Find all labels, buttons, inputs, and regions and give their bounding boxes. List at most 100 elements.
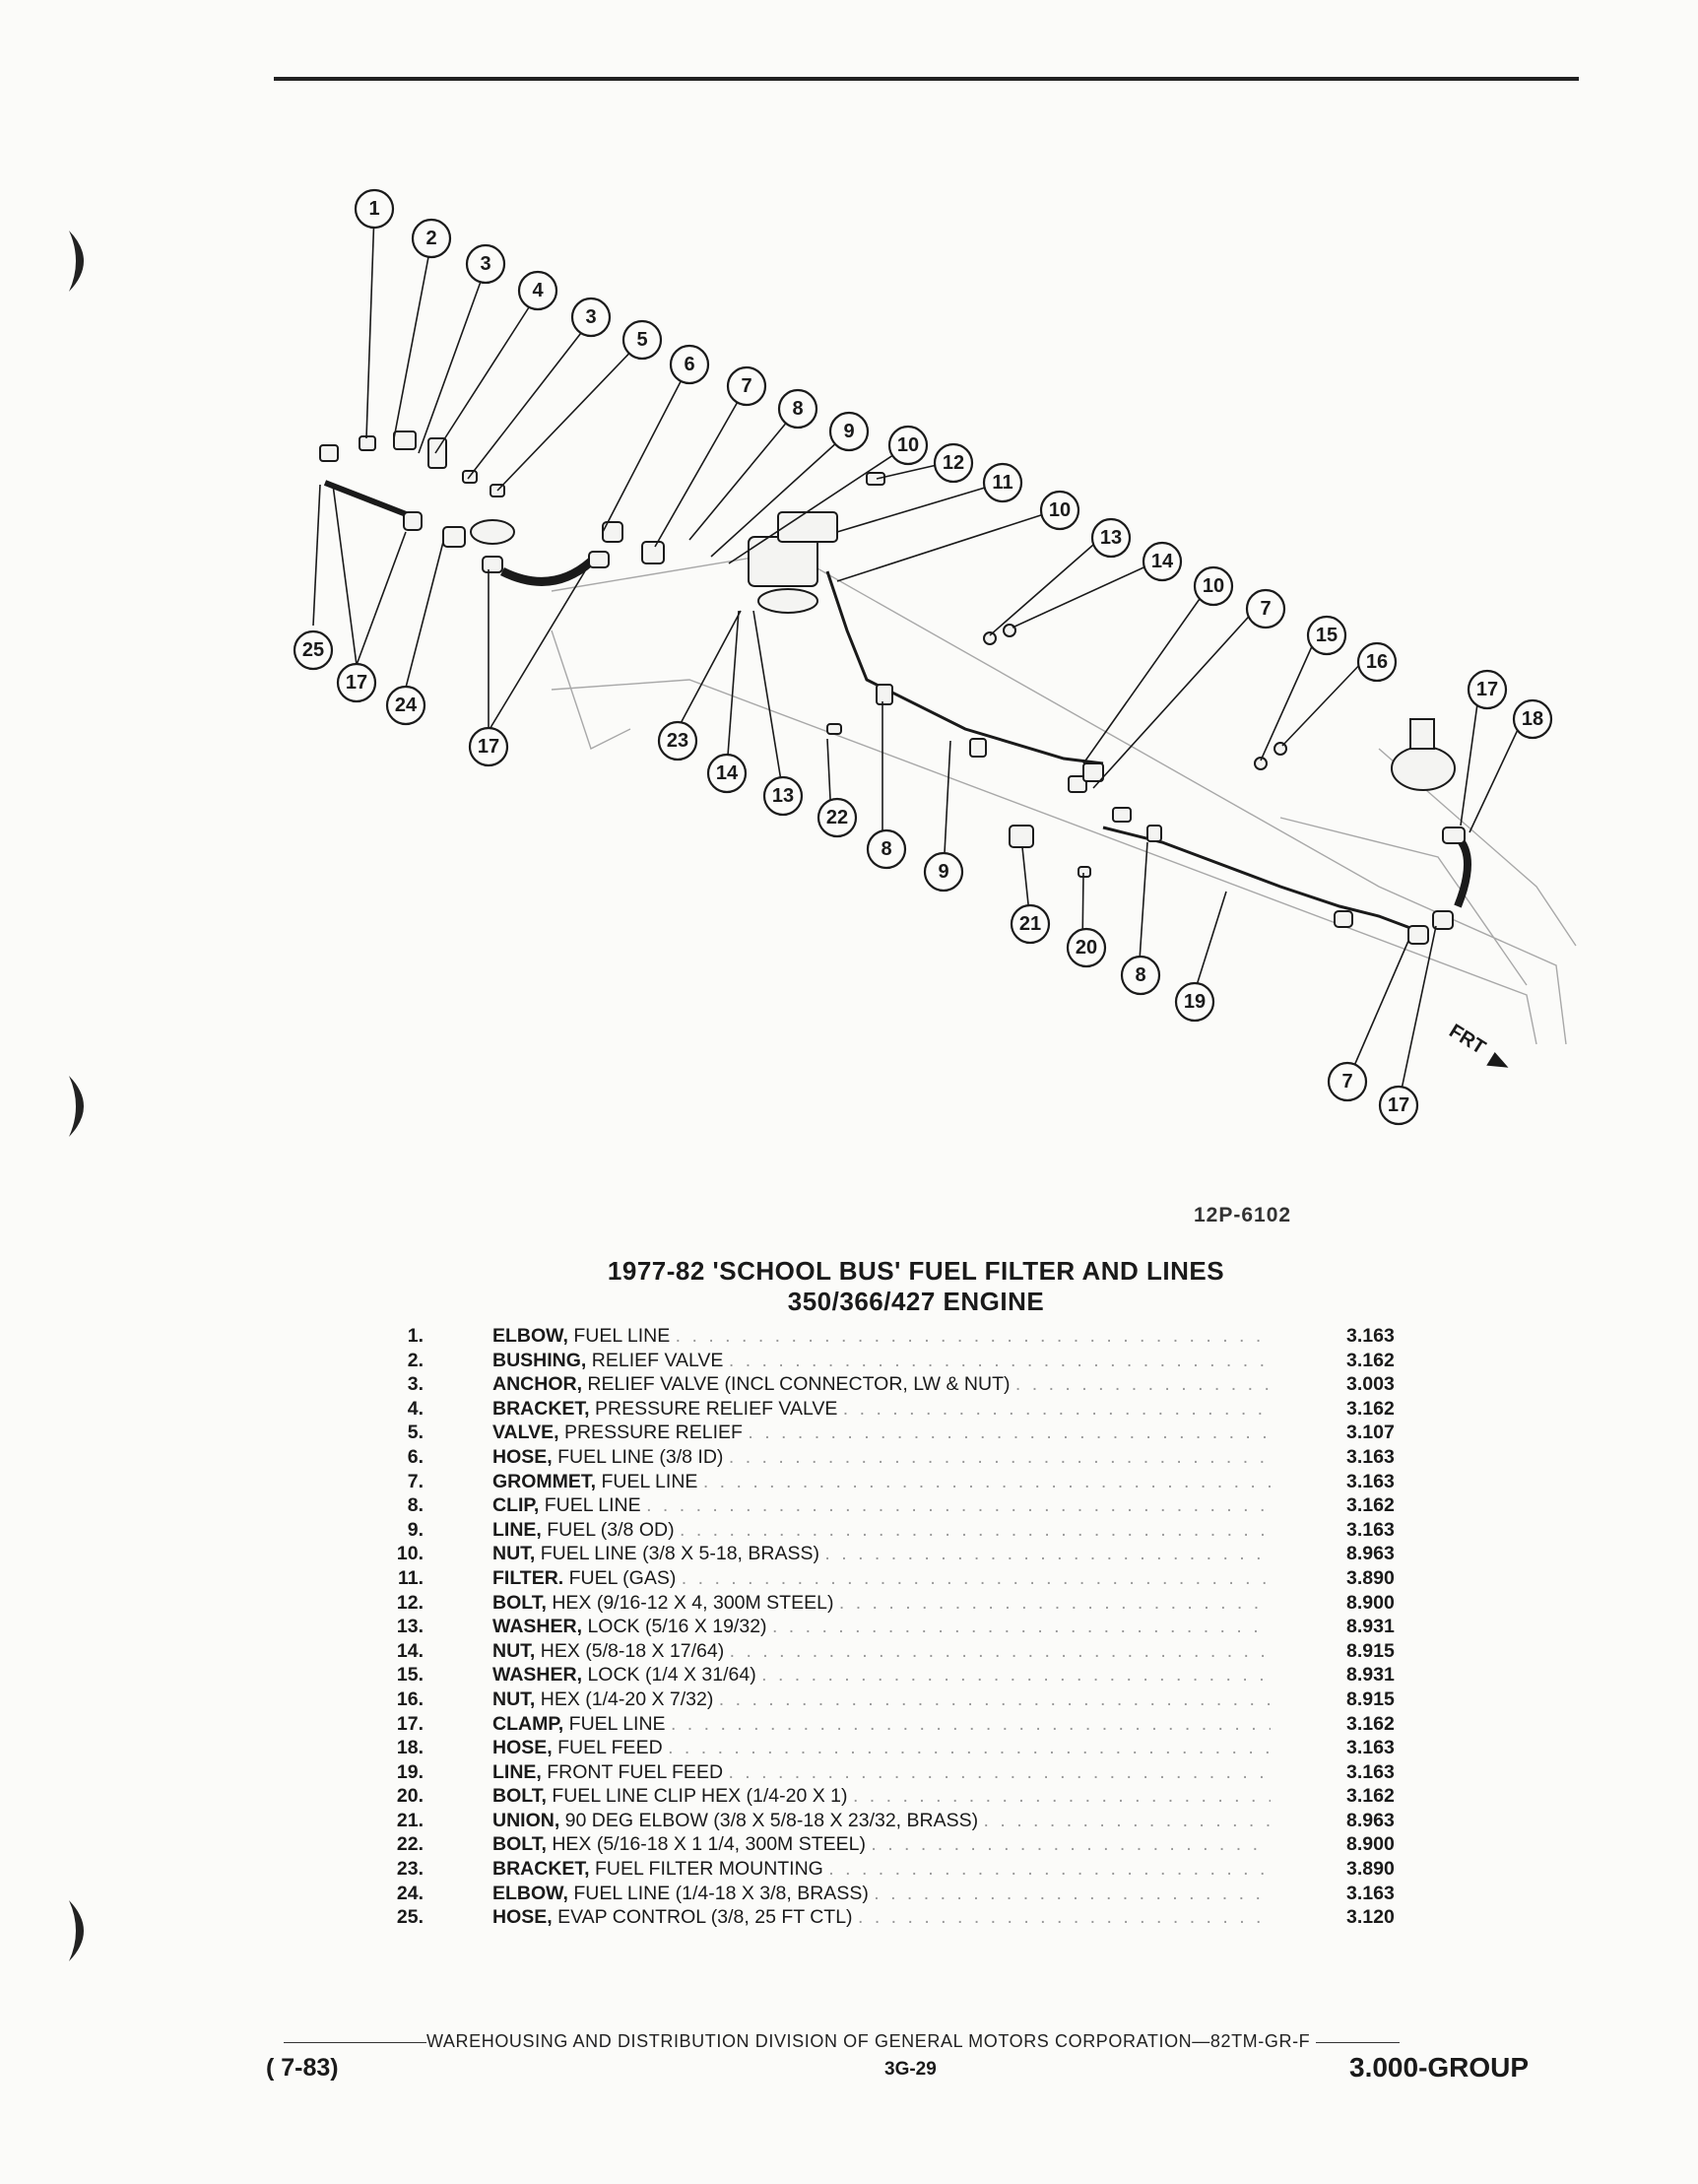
part-description: NUT, HEX (1/4-20 X 7/32) . . . . . . . .… (492, 1688, 1271, 1711)
dot-leader: . . . . . . . . . . . . . . . . . . . . … (729, 1639, 1271, 1662)
parts-list-row: 8.CLIP, FUEL LINE . . . . . . . . . . . … (374, 1494, 1418, 1519)
dot-leader: . . . . . . . . . . . . . . . . . . . . … (681, 1566, 1271, 1589)
part-detail: FUEL LINE (1/4-18 X 3/8, BRASS) (573, 1882, 869, 1904)
part-number: 6. (407, 1445, 424, 1468)
callout-21: 21 (1010, 903, 1051, 945)
dot-leader: . . . . . . . . . . . . . . . . . . . . … (670, 1712, 1271, 1735)
callout-label: 17 (478, 736, 499, 758)
callout-1: 1 (354, 188, 395, 230)
part-number: 24. (396, 1882, 424, 1904)
callout-label: 19 (1184, 991, 1206, 1013)
part-name: WASHER, (492, 1616, 583, 1638)
part-name: ELBOW, (492, 1882, 568, 1904)
callout-label: 9 (843, 421, 854, 442)
binder-hole-middle (65, 1072, 98, 1141)
part-number: 2. (407, 1349, 424, 1371)
part-group-number: 8.915 (1346, 1688, 1395, 1710)
part-group-number: 3.890 (1346, 1858, 1395, 1881)
parts-list-row: 17.CLAMP, FUEL LINE . . . . . . . . . . … (374, 1713, 1418, 1738)
part-name: CLAMP, (492, 1712, 564, 1735)
fuel-filter-assembly (748, 511, 838, 614)
part-description: WASHER, LOCK (5/16 X 19/32) . . . . . . … (492, 1616, 1271, 1638)
part-number: 15. (396, 1664, 424, 1687)
dot-leader: . . . . . . . . . . . . . . . . . . . . … (824, 1543, 1271, 1565)
callout-5: 5 (621, 319, 663, 361)
part-group-number: 8.963 (1346, 1809, 1395, 1831)
callout-3: 3 (465, 243, 506, 285)
part-group-number: 8.963 (1346, 1543, 1395, 1565)
part-group-number: 8.931 (1346, 1664, 1395, 1687)
part-group-number: 8.900 (1346, 1833, 1395, 1856)
part-name: FILTER. (492, 1566, 564, 1589)
callout-label: 14 (1151, 551, 1174, 572)
part-name: ELBOW, (492, 1325, 568, 1347)
part-number: 8. (407, 1494, 424, 1517)
callout-label: 13 (1100, 527, 1122, 549)
fuel-filter-exploded-diagram: 1234356789101211101314107151617182517241… (293, 188, 1577, 1126)
direction-indicator: FRT (1445, 1021, 1509, 1068)
callout-bubbles: 1234356789101211101314107151617182517241… (293, 188, 1553, 1126)
part-description: BRACKET, FUEL FILTER MOUNTING . . . . . … (492, 1858, 1271, 1881)
part-group-number: 3.003 (1346, 1373, 1395, 1396)
dot-leader: . . . . . . . . . . . . . . . . . . . . … (874, 1882, 1271, 1904)
part-number: 23. (396, 1858, 424, 1881)
part-detail: FUEL LINE (573, 1325, 671, 1347)
part-description: GROMMET, FUEL LINE . . . . . . . . . . .… (492, 1471, 1271, 1493)
callout-25: 25 (293, 629, 334, 671)
callout-7: 7 (1327, 1061, 1368, 1102)
callout-22: 22 (816, 797, 858, 838)
callout-17: 17 (1467, 669, 1508, 710)
callout-13: 13 (1090, 517, 1132, 559)
part-detail: LOCK (5/16 X 19/32) (587, 1616, 767, 1638)
part-group-number: 3.163 (1346, 1760, 1395, 1783)
callout-label: 9 (938, 861, 948, 883)
callout-label: 14 (716, 762, 739, 784)
part-description: HOSE, EVAP CONTROL (3/8, 25 FT CTL) . . … (492, 1906, 1271, 1929)
part-name: HOSE, (492, 1737, 553, 1759)
part-name: UNION, (492, 1809, 560, 1831)
parts-list-row: 2.BUSHING, RELIEF VALVE . . . . . . . . … (374, 1350, 1418, 1374)
callout-label: 17 (1388, 1094, 1409, 1116)
part-detail: FUEL LINE (3/8 ID) (557, 1445, 724, 1468)
part-detail: HEX (1/4-20 X 7/32) (540, 1688, 714, 1710)
callout-label: 5 (636, 329, 647, 351)
callout-label: 22 (826, 807, 848, 828)
part-name: NUT, (492, 1543, 536, 1565)
leader-lines (312, 211, 1524, 1104)
part-group-number: 3.162 (1346, 1785, 1395, 1808)
part-group-number: 3.162 (1346, 1712, 1395, 1735)
callout-label: 25 (302, 639, 324, 661)
part-number: 19. (396, 1760, 424, 1783)
callout-label: 8 (881, 838, 891, 860)
part-group-number: 8.931 (1346, 1616, 1395, 1638)
part-name: HOSE, (492, 1906, 553, 1929)
part-name: BRACKET, (492, 1397, 590, 1420)
part-number: 3. (407, 1373, 424, 1396)
page-title: 1977-82 'SCHOOL BUS' FUEL FILTER AND LIN… (607, 1256, 1225, 1286)
part-group-number: 3.162 (1346, 1397, 1395, 1420)
part-description: FILTER. FUEL (GAS) . . . . . . . . . . .… (492, 1567, 1271, 1590)
part-group-number: 3.120 (1346, 1906, 1395, 1929)
dot-leader: . . . . . . . . . . . . . . . . . . . . … (646, 1494, 1271, 1517)
page-subtitle: 350/366/427 ENGINE (787, 1287, 1045, 1316)
callout-6: 6 (669, 344, 710, 385)
parts-list-row: 12.BOLT, HEX (9/16-12 X 4, 300M STEEL) .… (374, 1592, 1418, 1617)
part-description: BOLT, HEX (9/16-12 X 4, 300M STEEL) . . … (492, 1592, 1271, 1615)
parts-list-row: 3.ANCHOR, RELIEF VALVE (INCL CONNECTOR, … (374, 1373, 1418, 1398)
dot-leader: . . . . . . . . . . . . . . . . . . . . … (983, 1809, 1271, 1831)
callout-14: 14 (706, 753, 748, 794)
callout-8: 8 (866, 828, 907, 870)
part-name: WASHER, (492, 1664, 583, 1687)
callout-11: 11 (982, 462, 1023, 503)
parts-list-row: 25.HOSE, EVAP CONTROL (3/8, 25 FT CTL) .… (374, 1906, 1418, 1931)
dot-leader: . . . . . . . . . . . . . . . . . . . . … (675, 1325, 1271, 1347)
part-detail: PRESSURE RELIEF VALVE (595, 1397, 838, 1420)
parts-list-row: 20.BOLT, FUEL LINE CLIP HEX (1/4-20 X 1)… (374, 1785, 1418, 1810)
part-number: 9. (407, 1518, 424, 1541)
callout-15: 15 (1306, 615, 1347, 656)
part-description: HOSE, FUEL LINE (3/8 ID) . . . . . . . .… (492, 1446, 1271, 1469)
dot-leader: . . . . . . . . . . . . . . . . . . . . … (871, 1833, 1271, 1856)
part-number: 17. (396, 1712, 424, 1735)
part-detail: FUEL LINE CLIP HEX (1/4-20 X 1) (552, 1785, 848, 1808)
callout-23: 23 (657, 720, 698, 761)
